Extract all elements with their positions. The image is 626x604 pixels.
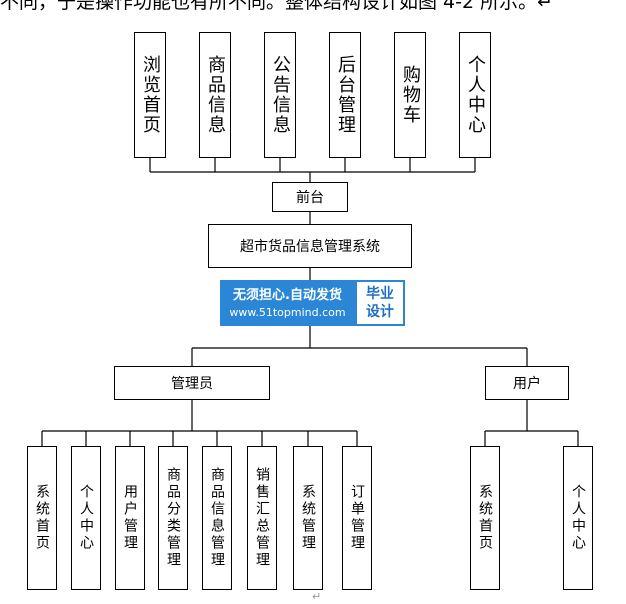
front-node: 前台 <box>272 182 348 212</box>
watermark-badge: 毕业 设计 <box>355 280 405 326</box>
admin-user-management: 用户管理 <box>115 446 145 590</box>
admin-category-management: 商品分类管理 <box>158 446 188 590</box>
user-node: 用户 <box>485 366 569 400</box>
paragraph-mark: ↵ <box>312 590 322 603</box>
module-browse-home: 浏览首页 <box>134 32 166 158</box>
root-node: 超市货品信息管理系统 <box>208 224 412 268</box>
admin-order-management: 订单管理 <box>342 446 372 590</box>
admin-system-management: 系统管理 <box>293 446 323 590</box>
admin-personal-center: 个人中心 <box>71 446 101 590</box>
admin-product-info-management: 商品信息管理 <box>202 446 232 590</box>
caption-text: 不同，于是操作功能也有所不同。整体结构设计如图 4-2 所示。↵ <box>0 0 554 13</box>
watermark-banner: 无须担心.自动发货 www.51topmind.com <box>220 280 355 326</box>
admin-sales-summary: 销售汇总管理 <box>247 446 277 590</box>
watermark-logo: 无须担心.自动发货 www.51topmind.com 毕业 设计 <box>220 280 405 326</box>
admin-node: 管理员 <box>114 366 270 400</box>
module-cart: 购物车 <box>394 32 426 158</box>
module-product-info: 商品信息 <box>199 32 231 158</box>
admin-system-home: 系统首页 <box>27 446 57 590</box>
user-personal-center: 个人中心 <box>563 446 593 590</box>
module-personal-center: 个人中心 <box>459 32 491 158</box>
module-backend: 后台管理 <box>329 32 361 158</box>
module-announcement: 公告信息 <box>264 32 296 158</box>
user-system-home: 系统首页 <box>470 446 500 590</box>
